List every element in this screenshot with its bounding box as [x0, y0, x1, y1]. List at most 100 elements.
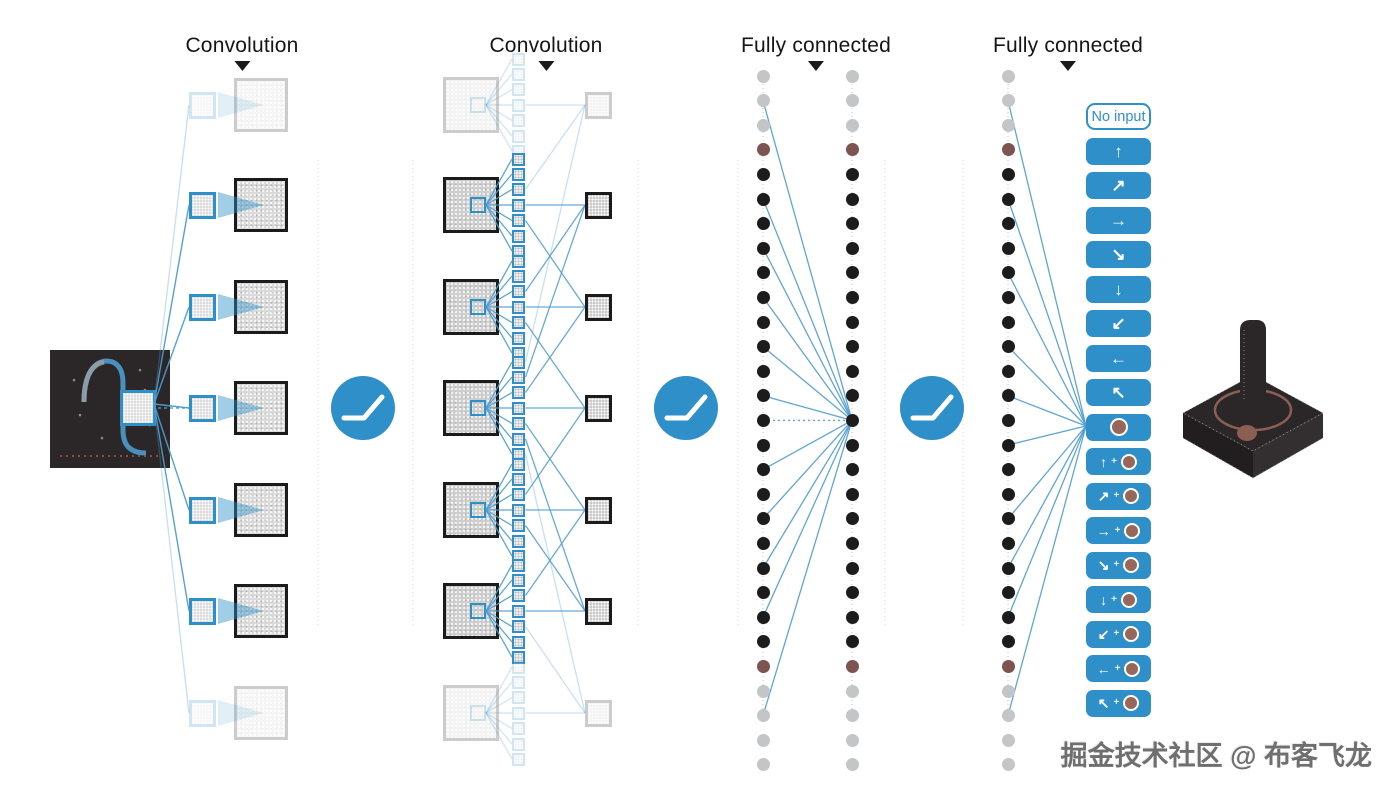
action-down-left-fire-button[interactable]: ↙+: [1086, 620, 1151, 648]
action-right-fire-button[interactable]: →+: [1086, 517, 1151, 544]
filter-stack-square: [512, 589, 525, 602]
neuron-dot: [845, 561, 859, 575]
fire-button-icon: [1123, 488, 1140, 504]
neuron-dot: [845, 438, 859, 452]
filter-stack-square: [512, 737, 525, 751]
neuron-dot: [845, 290, 859, 304]
filter-stack-square: [512, 167, 525, 181]
filter-stack-square: [512, 214, 525, 227]
neuron-dot: [756, 635, 770, 649]
neuron-dot: [845, 266, 859, 280]
action-up-fire-button[interactable]: ↑+: [1086, 448, 1151, 475]
neuron-dot: [756, 266, 770, 280]
neuron-dot: [845, 610, 859, 624]
neuron-dot: [1001, 143, 1015, 157]
neuron-dot: [1001, 118, 1015, 132]
neuron-dot: [1001, 315, 1015, 329]
action-left-fire-button[interactable]: ←+: [1086, 655, 1151, 682]
neuron-dot: [756, 94, 770, 108]
neuron-dot: [756, 733, 770, 747]
neuron-dot: [1001, 69, 1015, 83]
action-up-left-button[interactable]: ↖: [1086, 379, 1151, 406]
neuron-dot: [1001, 659, 1015, 673]
conv1-filter-patch: [189, 597, 216, 625]
neuron-dot: [845, 389, 859, 403]
left-arrow-icon: ←: [1110, 348, 1127, 368]
neuron-dot: [1001, 241, 1015, 255]
conv1-feature-map: [234, 178, 288, 232]
conv1-feature-map: [234, 78, 288, 132]
filter-stack-square: [512, 691, 525, 704]
down-left-arrow-icon: ↙: [1111, 314, 1126, 333]
conv2-input-map: [443, 685, 499, 741]
filter-stack-square: [512, 650, 525, 664]
layer-label-convolution-1: Convolution: [185, 34, 298, 71]
filter-stack-square: [512, 432, 525, 446]
down-triangle-icon: [1060, 61, 1076, 71]
neuron-dot: [845, 143, 859, 157]
input-patch: [120, 390, 156, 426]
neuron-dot: [1001, 290, 1015, 304]
action-up-right-button[interactable]: ↗: [1086, 172, 1151, 199]
neuron-dot: [756, 586, 770, 600]
plus-icon: +: [1114, 524, 1121, 536]
filter-stack-square: [512, 488, 525, 501]
action-up-right-fire-button[interactable]: ↗+: [1086, 482, 1151, 510]
neuron-dot: [1001, 217, 1015, 231]
layer-label-convolution-2: Convolution: [489, 34, 602, 71]
up-arrow-icon: ↑: [1100, 453, 1108, 470]
right-arrow-icon: →: [1110, 210, 1127, 230]
conv1-filter-patch: [189, 293, 216, 321]
action-no-input-button[interactable]: No input: [1086, 103, 1151, 130]
conv2-filter-patch: [470, 299, 486, 315]
neuron-dot: [1001, 487, 1015, 501]
neuron-dot: [1001, 610, 1015, 624]
action-down-button[interactable]: ↓: [1086, 275, 1151, 303]
neuron-dot: [1001, 192, 1015, 206]
neuron-dot: [1001, 733, 1015, 747]
action-left-button[interactable]: ←: [1086, 344, 1151, 372]
layer-label-text: Convolution: [185, 34, 299, 57]
conv2-output-map: [585, 496, 612, 524]
relu-activation-icon: [331, 376, 395, 440]
conv2-output-map: [585, 597, 612, 625]
plus-icon: +: [1114, 662, 1121, 674]
filter-stack-square: [512, 519, 525, 532]
neuron-dot: [1001, 438, 1015, 452]
action-down-right-fire-button[interactable]: ↘+: [1086, 551, 1151, 579]
neuron-dot: [1001, 635, 1015, 649]
action-down-left-button[interactable]: ↙: [1086, 310, 1151, 337]
filter-stack-square: [512, 129, 525, 143]
neuron-dot: [1001, 561, 1015, 575]
action-right-button[interactable]: →: [1086, 206, 1151, 234]
up-arrow-icon: ↑: [1114, 141, 1123, 161]
neuron-dot: [756, 684, 770, 698]
conv2-filter-patch: [470, 705, 486, 721]
neuron-dot: [756, 487, 770, 501]
neuron-dot: [845, 512, 859, 526]
filter-stack-square: [512, 355, 525, 369]
neuron-dot: [845, 118, 859, 132]
down-right-arrow-icon: ↘: [1111, 245, 1126, 264]
action-down-right-button[interactable]: ↘: [1086, 241, 1151, 268]
filter-stack-square: [512, 183, 525, 196]
filter-stack-square: [512, 457, 525, 471]
filter-stack-square: [512, 198, 525, 212]
action-fire-button[interactable]: [1086, 413, 1151, 441]
action-down-fire-button[interactable]: ↓+: [1086, 586, 1151, 613]
filter-stack-square: [512, 83, 525, 96]
neuron-dot: [756, 315, 770, 329]
action-up-left-fire-button[interactable]: ↖+: [1086, 689, 1151, 717]
neuron-dot: [845, 167, 859, 181]
filter-stack-square: [512, 417, 525, 430]
layer-label-fully-connected-1: Fully connected: [741, 34, 891, 71]
filter-stack-square: [512, 573, 525, 587]
fire-button-icon: [1109, 418, 1128, 436]
conv2-output-map: [585, 394, 612, 422]
no-input-label: No input: [1091, 108, 1146, 125]
conv1-feature-map: [234, 584, 288, 638]
neuron-dot: [756, 364, 770, 378]
neuron-dot: [845, 340, 859, 354]
action-up-button[interactable]: ↑: [1086, 137, 1151, 165]
